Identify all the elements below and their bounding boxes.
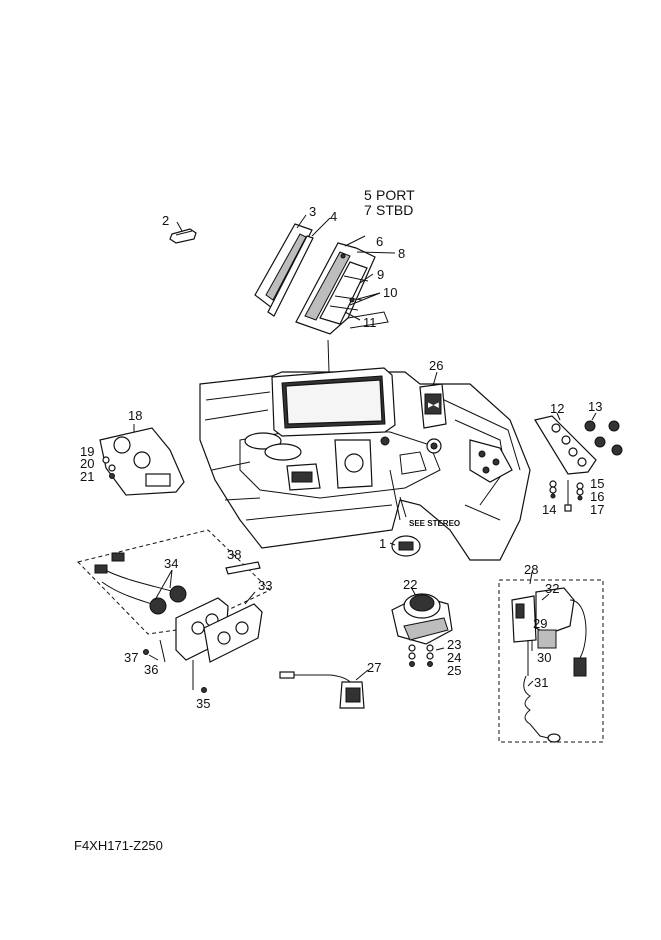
callout-26: 26: [429, 358, 444, 373]
see-stereo-note: SEE STEREO: [409, 519, 461, 528]
callout-8: 8: [398, 246, 406, 261]
callout-30: 30: [537, 650, 552, 665]
callout-18: 18: [128, 408, 143, 423]
callout-5: 5: [364, 187, 372, 203]
callout-4: 4: [330, 209, 338, 224]
callout-17: 17: [590, 502, 605, 517]
part-12-plate: [534, 415, 597, 475]
part-18-panel: [99, 427, 185, 496]
part-5-bracket-assembly: [295, 242, 389, 335]
part-3-bezel: [254, 223, 314, 317]
callout-12: 12: [550, 401, 565, 416]
callout-37: 37: [124, 650, 139, 665]
callout-35: 35: [196, 696, 211, 711]
callout-23: 23: [447, 637, 462, 652]
part-26-holder: ▶◀: [419, 383, 447, 429]
callout-36: 36: [144, 662, 159, 677]
svg-text:▶◀: ▶◀: [428, 401, 439, 409]
part-1-outlet: [391, 535, 421, 557]
callout-20: 20: [80, 456, 95, 471]
callout-7-note: STBD: [376, 202, 414, 218]
callout-38: 38: [227, 547, 242, 562]
display-screen: [271, 367, 396, 437]
callout-31: 31: [534, 675, 549, 690]
callout-28: 28: [524, 562, 539, 577]
callout-10: 10: [383, 285, 398, 300]
callout-9: 9: [377, 267, 385, 282]
part-33-plate: [175, 597, 263, 663]
diagram-code: F4XH171-Z250: [74, 838, 163, 853]
callout-22: 22: [403, 577, 418, 592]
callout-6: 6: [376, 234, 384, 249]
callout-1: 1: [379, 536, 387, 551]
callout-21: 21: [80, 469, 95, 484]
part-28-32-lanyard-switch: [511, 587, 587, 743]
part-23-25-hardware: [408, 644, 434, 667]
callout-14: 14: [542, 502, 557, 517]
callout-15: 15: [590, 476, 605, 491]
part-27-horn: [279, 671, 365, 709]
callout-13: 13: [588, 399, 603, 414]
callout-3: 3: [309, 204, 317, 219]
part-34-connectors: [94, 552, 187, 615]
part-19-21-hardware: [102, 456, 116, 479]
part-38-label: [225, 561, 261, 575]
callout-11: 11: [363, 315, 377, 330]
callout-2: 2: [162, 213, 170, 228]
callout-25: 25: [447, 663, 462, 678]
part-14-17-hardware: [549, 480, 584, 512]
callout-19: 19: [80, 444, 95, 459]
callout-29: 29: [533, 616, 548, 631]
callout-7: 7: [364, 202, 372, 218]
callout-33: 33: [258, 578, 273, 593]
callout-24: 24: [447, 650, 462, 665]
callout-32: 32: [545, 581, 560, 596]
callout-34: 34: [164, 556, 179, 571]
part-13-screws: [584, 420, 623, 456]
part-22-joystick: [391, 593, 453, 645]
callout-16: 16: [590, 489, 605, 504]
part-2-cap: [169, 228, 197, 244]
callout-27: 27: [367, 660, 382, 675]
callout-5-note: PORT: [376, 187, 415, 203]
